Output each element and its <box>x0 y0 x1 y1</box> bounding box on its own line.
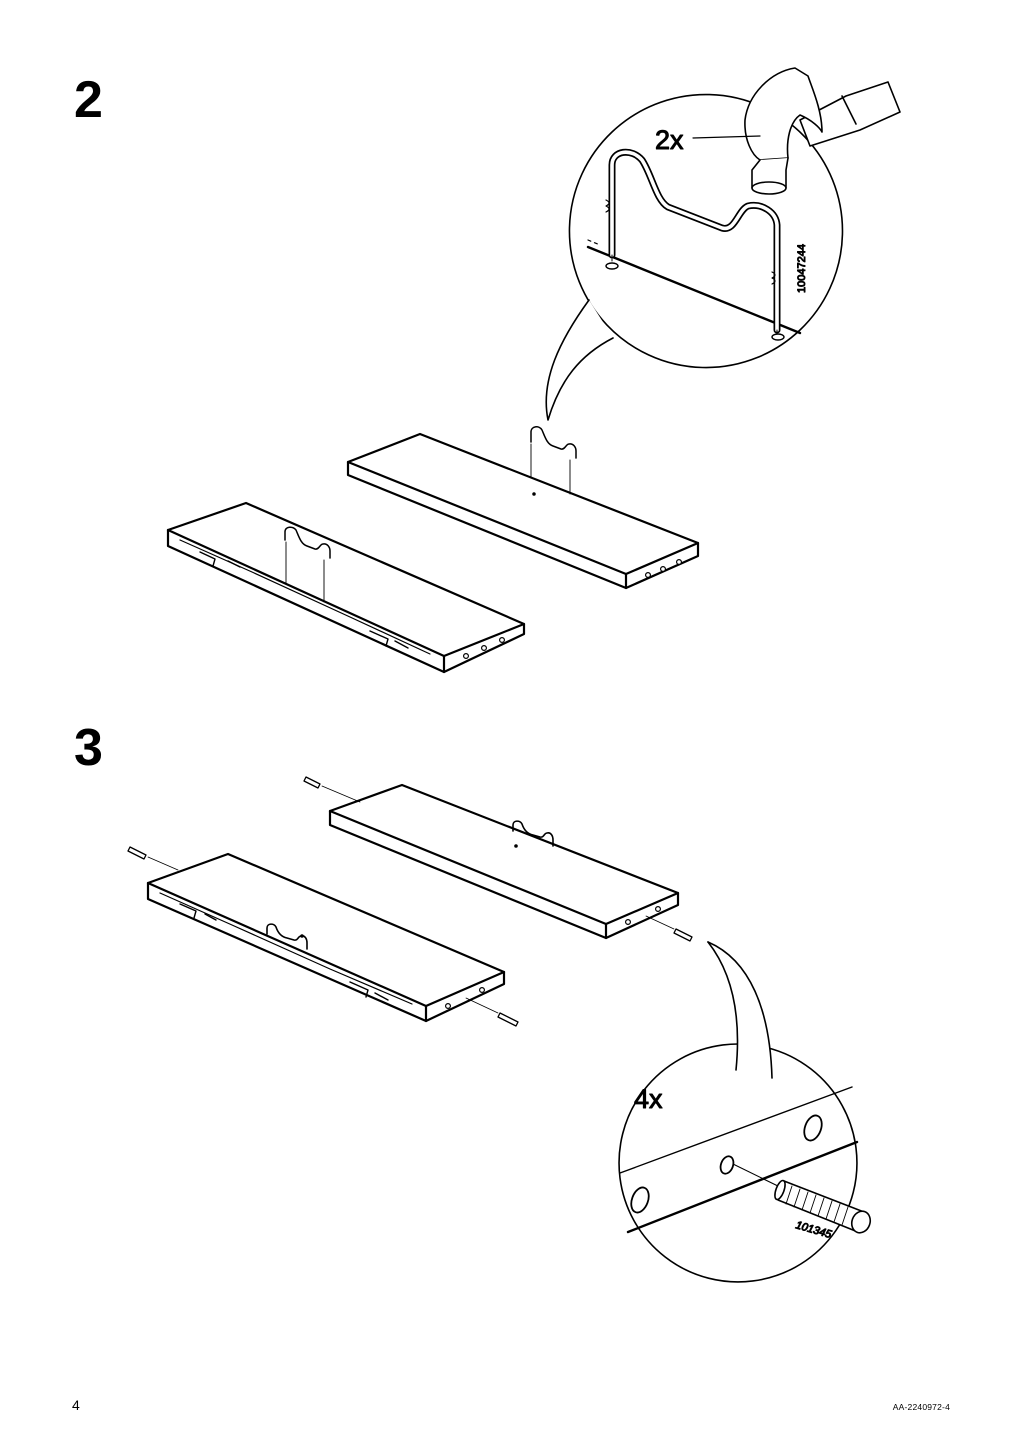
callout-tail <box>708 942 772 1078</box>
wire-bracket-icon <box>512 820 554 848</box>
shelf-panel <box>328 783 680 940</box>
dowel-icon <box>127 846 519 1027</box>
dowel-icon <box>303 776 693 942</box>
shelf-panel <box>166 501 526 674</box>
detail-callout-bubble <box>618 1043 858 1283</box>
quantity-label: 4x <box>634 1084 663 1114</box>
dowel-icon <box>774 1179 872 1234</box>
wire-bracket-icon <box>530 426 577 496</box>
step-2-number: 2 <box>74 71 103 129</box>
wire-bracket-icon <box>284 526 331 603</box>
callout-tail <box>545 299 614 421</box>
step-2-illustration: 2x 10047244 <box>166 67 901 674</box>
shelf-panel <box>346 432 700 590</box>
shelf-panel <box>146 852 506 1023</box>
document-code: AA-2240972-4 <box>892 1402 950 1412</box>
hammer-icon <box>744 67 901 195</box>
wire-bracket-icon <box>605 148 785 341</box>
page-number: 4 <box>72 1397 80 1413</box>
part-number-label: 10047244 <box>796 244 808 293</box>
wire-bracket-icon <box>266 923 308 950</box>
quantity-label: 2x <box>655 125 684 155</box>
step-3-illustration: 4x 101345 <box>127 776 872 1283</box>
step-3-number: 3 <box>74 719 103 777</box>
